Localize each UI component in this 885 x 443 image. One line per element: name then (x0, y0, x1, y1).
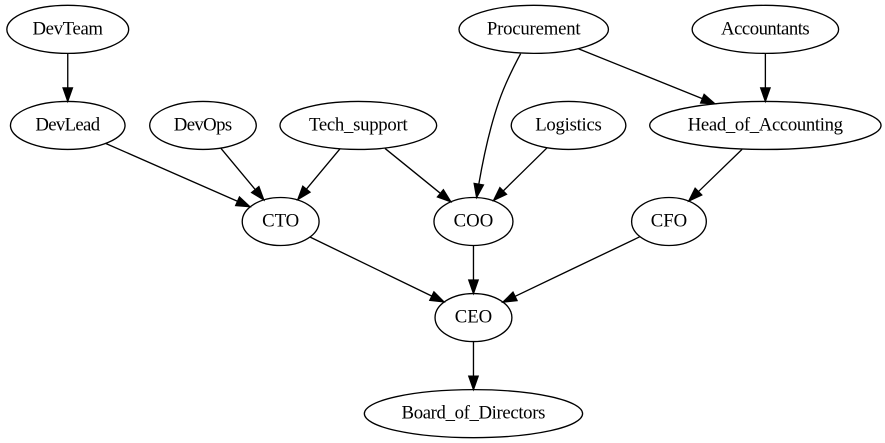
svg-text:Logistics: Logistics (535, 114, 602, 135)
svg-text:Head_of_Accounting: Head_of_Accounting (688, 114, 843, 135)
svg-text:Accountants: Accountants (721, 18, 810, 39)
svg-text:Board_of_Directors: Board_of_Directors (402, 403, 546, 424)
svg-text:COO: COO (454, 210, 494, 231)
svg-text:DevOps: DevOps (174, 114, 232, 135)
svg-text:Tech_support: Tech_support (309, 114, 408, 135)
svg-text:DevTeam: DevTeam (32, 18, 103, 39)
svg-text:DevLead: DevLead (35, 114, 100, 135)
svg-text:CEO: CEO (455, 307, 492, 328)
svg-text:CTO: CTO (262, 210, 299, 231)
svg-text:CFO: CFO (651, 210, 687, 231)
svg-text:Procurement: Procurement (487, 18, 581, 39)
